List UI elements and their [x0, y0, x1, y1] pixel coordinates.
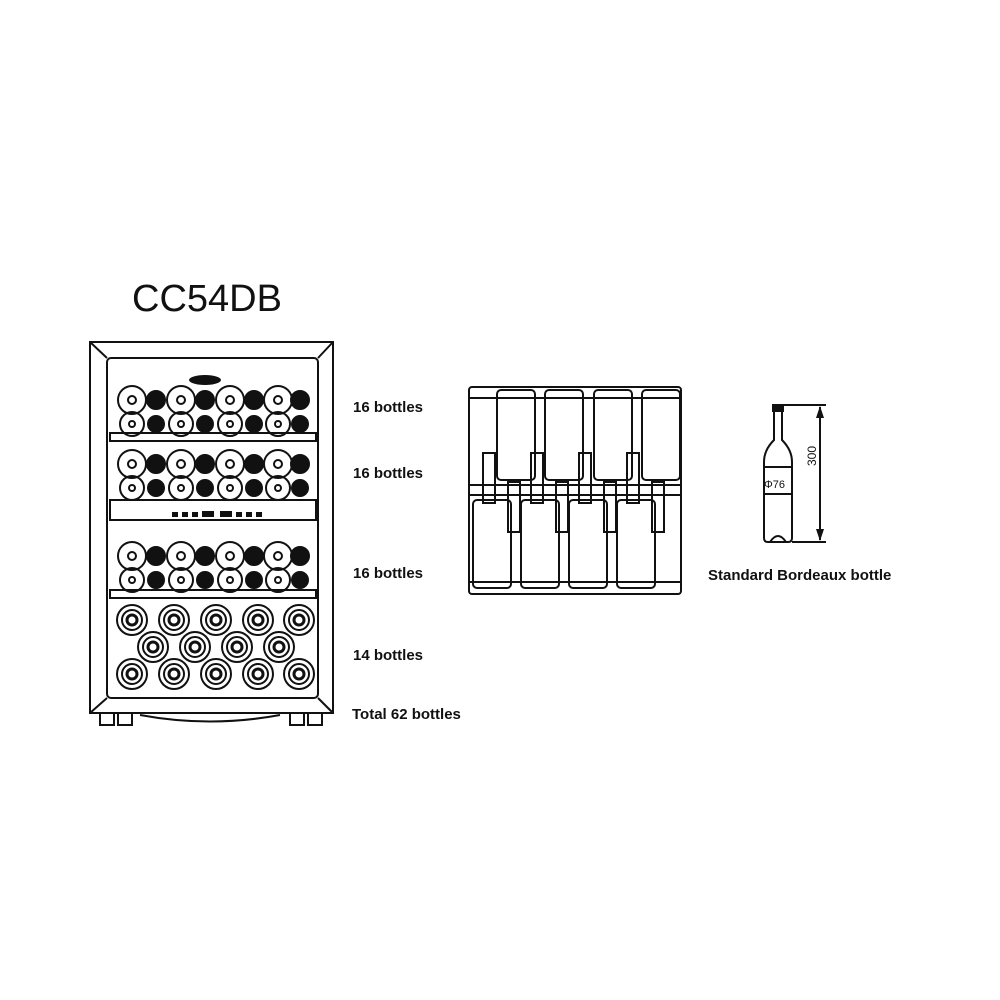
total-bottles-label: Total 62 bottles — [352, 706, 461, 723]
diameter-label: Φ76 — [764, 479, 786, 491]
bottle-caption: Standard Bordeaux bottle — [708, 567, 892, 584]
shelf-1-label: 16 bottles — [353, 399, 424, 416]
shelf-2-label: 16 bottles — [353, 465, 424, 482]
height-label: 300 — [805, 445, 819, 466]
model-title: CC54DB — [132, 278, 282, 320]
shelf-3-label: 16 bottles — [353, 565, 424, 582]
shelf-4-label: 14 bottles — [353, 647, 424, 664]
